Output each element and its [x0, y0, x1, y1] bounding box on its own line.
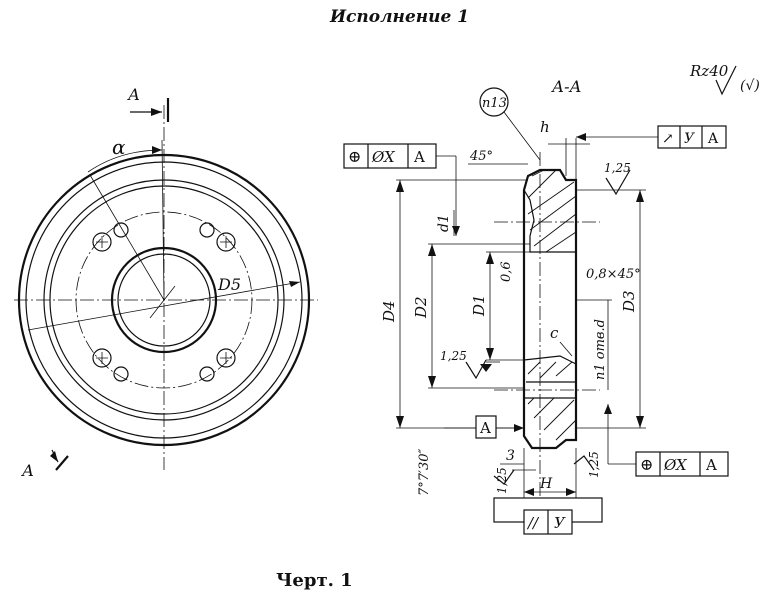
frame-left-top-tol: ØX — [371, 148, 396, 166]
frame-right-bottom: ⊕ ØX A — [604, 404, 729, 477]
front-view: D5 α А А — [14, 85, 318, 480]
frame-right-top: ↗ У A — [576, 125, 727, 149]
label-chamfer: 0,8×45° — [586, 267, 641, 282]
label-H: H — [539, 476, 553, 492]
drawing-title: Исполнение 1 — [329, 7, 469, 27]
roughness-value: Rz40 — [689, 62, 729, 80]
label-45: 45° — [469, 149, 493, 164]
drawing-caption: Черт. 1 — [276, 570, 353, 591]
roughness-suffix: (√) — [740, 78, 760, 94]
label-thread: n1 отв.d — [593, 319, 608, 380]
label-d1-small: d1 — [436, 214, 452, 232]
section-view: А-А Rz40 (√) n13 — [343, 62, 760, 535]
frame-left-top: ⊕ ØX A — [343, 143, 460, 236]
datum-a-label: A — [479, 419, 491, 437]
label-r125-top: 1,25 — [604, 161, 631, 175]
frame-right-bottom-symbol: ⊕ — [640, 455, 653, 474]
label-3: 3 — [506, 448, 515, 464]
label-c: c — [550, 324, 559, 342]
label-r125-mid: 1,25 — [440, 349, 467, 363]
frame-right-bottom-tol: ØX — [663, 456, 688, 474]
label-alpha: α — [112, 135, 126, 159]
frame-right-top-symbol: ↗ — [662, 131, 674, 147]
label-r125-left: 1,25 — [495, 467, 509, 494]
label-h: h — [540, 118, 550, 136]
frame-parallel-symbol: // — [526, 514, 540, 532]
note-circle-label: n13 — [482, 96, 507, 111]
label-d1-big: D1 — [470, 294, 488, 317]
label-06: 0,6 — [499, 261, 514, 282]
label-r125-bot: 1,25 — [587, 451, 601, 478]
section-letter-bottom: А — [21, 461, 34, 480]
label-d5: D5 — [217, 275, 241, 294]
section-letter-top: А — [127, 85, 140, 104]
frame-parallel-datum: У — [554, 514, 566, 532]
frame-right-top-tol: У — [684, 131, 695, 147]
frame-right-top-datum: A — [707, 131, 719, 147]
frame-left-top-datum: A — [413, 148, 425, 166]
frame-right-bottom-datum: A — [705, 456, 717, 474]
label-taper: 7°7′30″ — [417, 448, 432, 496]
label-d3: D3 — [620, 290, 638, 313]
frame-left-top-symbol: ⊕ — [348, 147, 361, 166]
frame-parallel: // У — [493, 497, 603, 535]
section-title: А-А — [551, 77, 582, 96]
label-d2: D2 — [412, 296, 430, 319]
label-d4: D4 — [380, 300, 398, 323]
